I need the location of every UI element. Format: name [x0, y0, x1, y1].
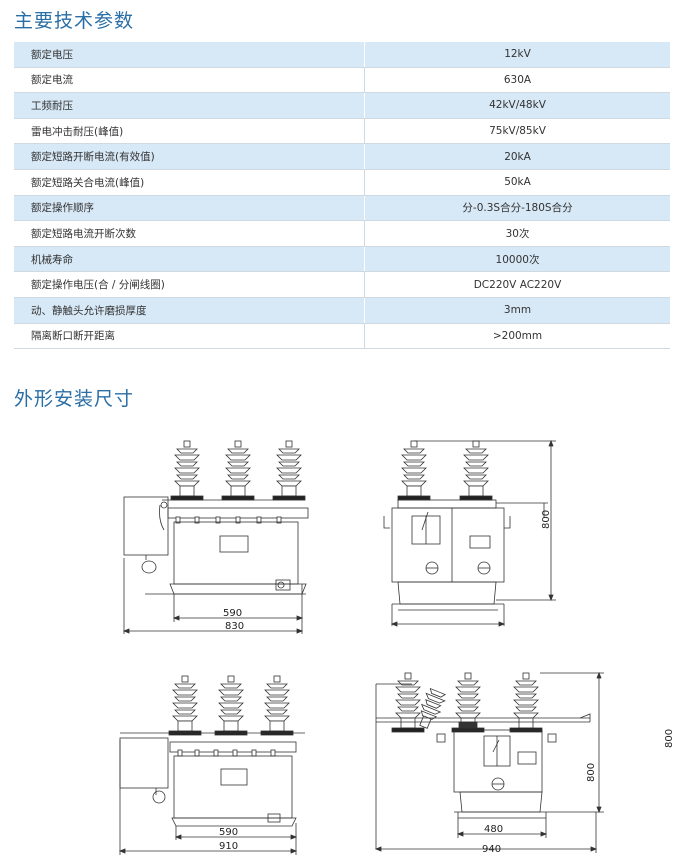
table-row: 额定短路开断电流(有效值)20kA: [14, 143, 670, 170]
table-row: 额定短路关合电流(峰值)50kA: [14, 169, 670, 196]
dim-d4-height: 800: [586, 763, 597, 782]
spec-value: 10000次: [364, 246, 670, 273]
spec-value: 75kV/85kV: [364, 118, 670, 145]
spec-value: 分-0.3S合分-180S合分: [364, 195, 670, 222]
spec-name: 额定电流: [14, 67, 365, 94]
drawing-front-view-1: [122, 440, 309, 634]
dim-d1-outer: 830: [225, 621, 244, 632]
dim-d3-outer: 910: [219, 841, 238, 852]
spec-name: 雷电冲击耐压(峰值): [14, 118, 365, 145]
table-row: 额定操作电压(合 / 分闸线圈)DC220V AC220V: [14, 271, 670, 298]
spec-name: 机械寿命: [14, 246, 365, 273]
dim-d4-inner: 480: [484, 824, 503, 835]
table-row: 雷电冲击耐压(峰值)75kV/85kV: [14, 118, 670, 145]
spec-value: 20kA: [364, 143, 670, 170]
spec-value: 12kV: [364, 42, 670, 68]
spec-name: 隔离断口断开距离: [14, 323, 365, 350]
spec-value: 42kV/48kV: [364, 92, 670, 119]
dim-d4-side: 800: [664, 729, 675, 748]
dim-d2-height: 800: [541, 510, 552, 529]
spec-value: 630A: [364, 67, 670, 94]
spec-name: 额定操作电压(合 / 分闸线圈): [14, 271, 365, 298]
table-row: 隔离断口断开距离>200mm: [14, 323, 670, 350]
spec-value: DC220V AC220V: [364, 271, 670, 298]
table-row: 额定操作顺序分-0.3S合分-180S合分: [14, 195, 670, 222]
dim-d1-inner: 590: [223, 608, 242, 619]
drawing-front-view-2: [118, 675, 305, 855]
drawing-side-view-2: [374, 671, 604, 853]
spec-name: 额定短路电流开断次数: [14, 220, 365, 247]
spec-value: 50kA: [364, 169, 670, 196]
specs-title: 主要技术参数: [14, 10, 135, 32]
dim-d4-outer: 940: [482, 844, 501, 855]
spec-value: 30次: [364, 220, 670, 247]
dim-d3-inner: 590: [219, 827, 238, 838]
spec-name: 动、静触头允许磨损厚度: [14, 297, 365, 324]
spec-name: 工频耐压: [14, 92, 365, 119]
spec-value: >200mm: [364, 323, 670, 350]
spec-name: 额定短路开断电流(有效值): [14, 143, 365, 170]
spec-value: 3mm: [364, 297, 670, 324]
drawing-side-view-1: [383, 439, 556, 627]
drawings-title: 外形安装尺寸: [14, 388, 135, 410]
spec-name: 额定电压: [14, 42, 365, 68]
spec-name: 额定短路关合电流(峰值): [14, 169, 365, 196]
spec-name: 额定操作顺序: [14, 195, 365, 222]
